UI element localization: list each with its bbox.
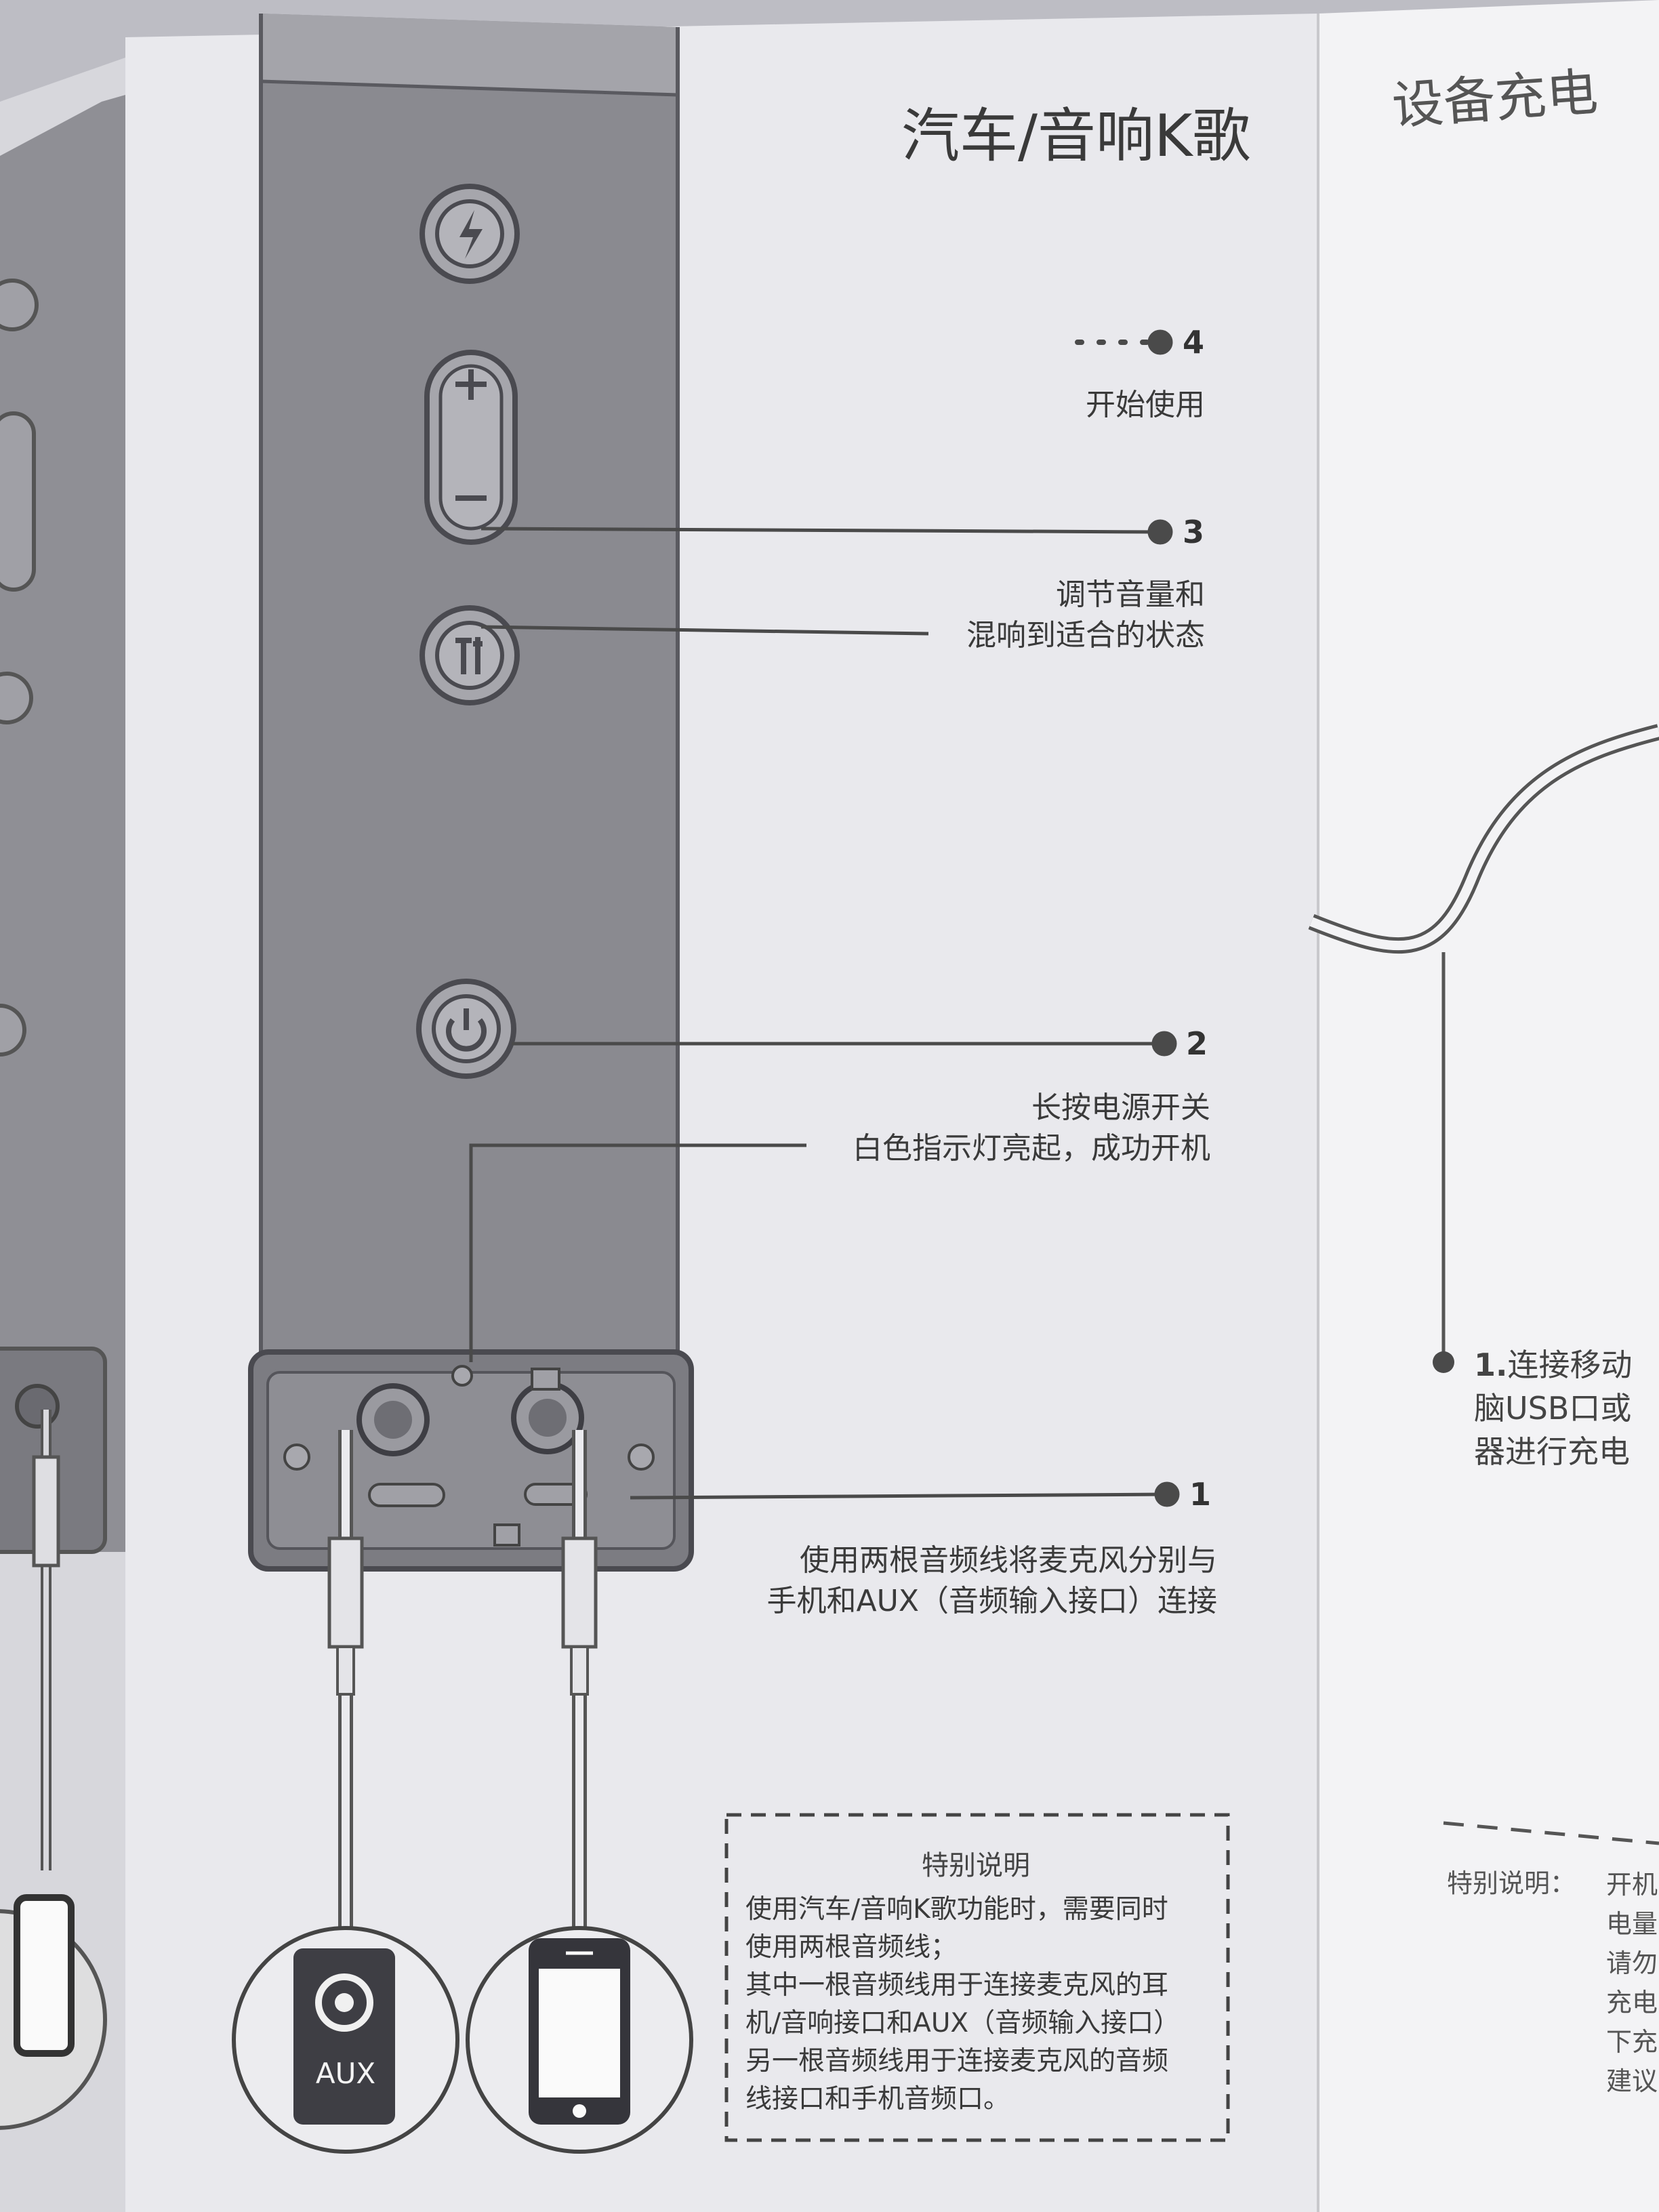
phone-circle (466, 1926, 693, 2154)
right-page-title: 设备充电 (1390, 61, 1600, 136)
note-line: 使用两根音频线； (745, 1932, 958, 1963)
step-4-number: 4 (1183, 324, 1205, 361)
page-title: 汽车/音响K歌 (901, 102, 1251, 170)
step-2-line-1: 长按电源开关 (1031, 1090, 1210, 1125)
right-note-char: 电量 (1606, 1909, 1658, 1939)
right-step-number: 1. (1474, 1347, 1508, 1383)
speaker-buttons (416, 184, 520, 1079)
step-2-number: 2 (1186, 1025, 1208, 1062)
right-step-1: 1.连接移动 脑USB口或 器进行充电 (1474, 1343, 1632, 1473)
note-line: 其中一根音频线用于连接麦克风的耳 (745, 1970, 1169, 2001)
right-cable (1308, 724, 1659, 1845)
note-line: 机/音响接口和AUX（音频输入接口） (745, 2008, 1181, 2039)
step-4-text: 开始使用 (1086, 385, 1205, 426)
callout-lines (469, 329, 1180, 1507)
step-3-line-2: 混响到适合的状态 (966, 618, 1205, 653)
note-line: 线接口和手机音频口。 (745, 2084, 1010, 2114)
aux-label: AUX (315, 2057, 376, 2090)
aux-circle (232, 1926, 459, 2154)
right-note-char: 请勿 (1606, 1948, 1658, 1978)
right-page (1318, 0, 1659, 2212)
step-1-line-1: 使用两根音频线将麦克风分别与 (800, 1543, 1217, 1578)
right-step-line-2: 脑USB口或 (1474, 1390, 1632, 1427)
step-1-line-2: 手机和AUX（音频输入接口）连接 (766, 1584, 1217, 1618)
note-line: 另一根音频线用于连接麦克风的音频 (745, 2046, 1169, 2076)
note-title: 特别说明 (922, 1850, 1030, 1881)
right-note-char: 下充 (1606, 2027, 1658, 2057)
note-box (724, 1813, 1230, 2142)
note-body: 使用汽车/音响K歌功能时，需要同时 使用两根音频线； 其中一根音频线用于连接麦克… (745, 1891, 1180, 2118)
step-2-text: 长按电源开关 白色指示灯亮起，成功开机 (853, 1088, 1210, 1169)
step-2-line-2: 白色指示灯亮起，成功开机 (853, 1131, 1210, 1166)
note-line: 使用汽车/音响K歌功能时，需要同时 (745, 1894, 1168, 1925)
right-step-line-3: 器进行充电 (1474, 1433, 1630, 1470)
right-note-char: 建议 (1606, 2066, 1658, 2096)
step-3-line-1: 调节音量和 (1056, 577, 1205, 612)
step-1-text: 使用两根音频线将麦克风分别与 手机和AUX（音频输入接口）连接 (767, 1540, 1217, 1622)
right-note-label: 特别说明： (1447, 1868, 1576, 1898)
step-4-line-1: 开始使用 (1086, 388, 1205, 422)
left-partial-device (0, 95, 125, 2130)
right-step-line-1: 1.连接移动 (1474, 1343, 1632, 1387)
right-note-char: 充电 (1606, 1988, 1658, 2018)
step-1-number: 1 (1189, 1476, 1212, 1513)
step-3-number: 3 (1183, 514, 1205, 550)
right-note-char: 开机 (1606, 1870, 1658, 1900)
right-step-text: 连接移动 (1507, 1347, 1633, 1383)
right-note-body: 开机 电量 请勿 充电 下充 建议 (1606, 1865, 1658, 2101)
audio-cables (327, 1430, 598, 1945)
step-3-text: 调节音量和 混响到适合的状态 (966, 575, 1205, 656)
